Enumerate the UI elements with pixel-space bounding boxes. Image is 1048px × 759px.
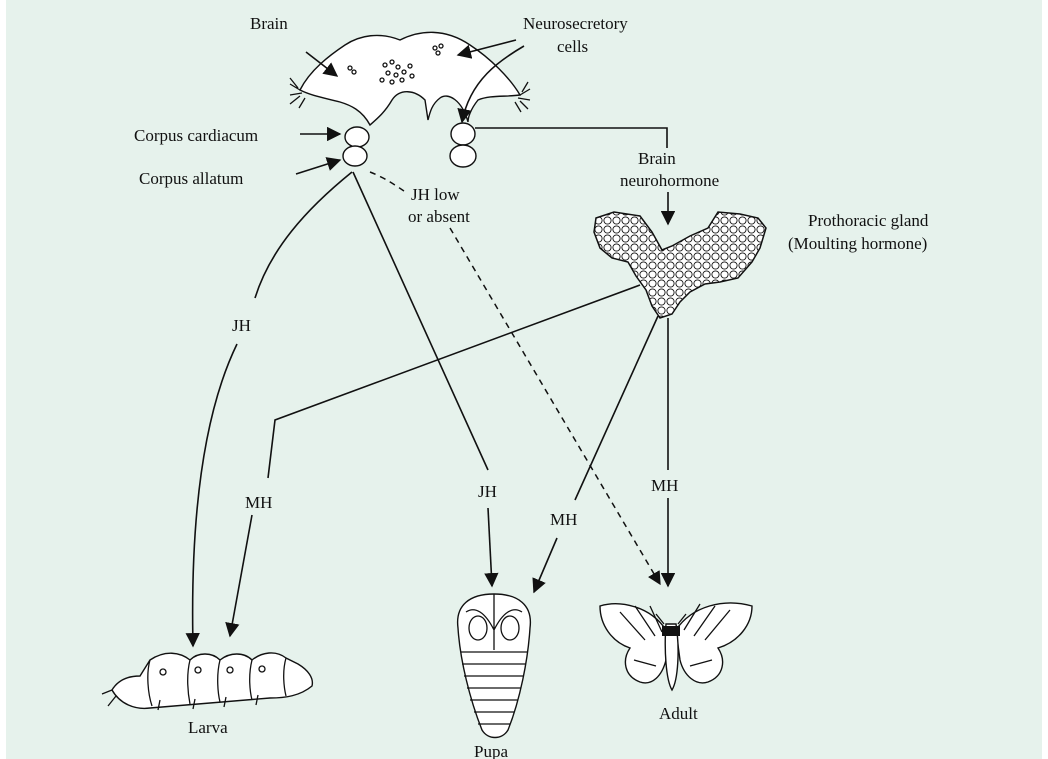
label-cells: cells [557,37,588,56]
label-neurosecretory: Neurosecretory [523,14,628,33]
label-larva: Larva [188,718,228,737]
label-mh-left: MH [245,493,272,512]
label-or-absent: or absent [408,207,470,226]
label-jh-mid: JH [478,482,497,501]
label-corpus-allatum: Corpus allatum [139,169,243,188]
label-prothoracic-gland: Prothoracic gland [808,211,929,230]
label-brain-neurohormone-1: Brain [638,149,676,168]
label-mh-right: MH [651,476,678,495]
label-mh-mid: MH [550,510,577,529]
label-jh-left: JH [232,316,251,335]
label-moulting-hormone: (Moulting hormone) [788,234,927,253]
label-corpus-cardiacum: Corpus cardiacum [134,126,258,145]
label-pupa: Pupa [474,742,508,759]
label-brain-neurohormone-2: neurohormone [620,171,719,190]
label-adult: Adult [659,704,698,723]
label-jh-low: JH low [411,185,460,204]
label-brain: Brain [250,14,288,33]
